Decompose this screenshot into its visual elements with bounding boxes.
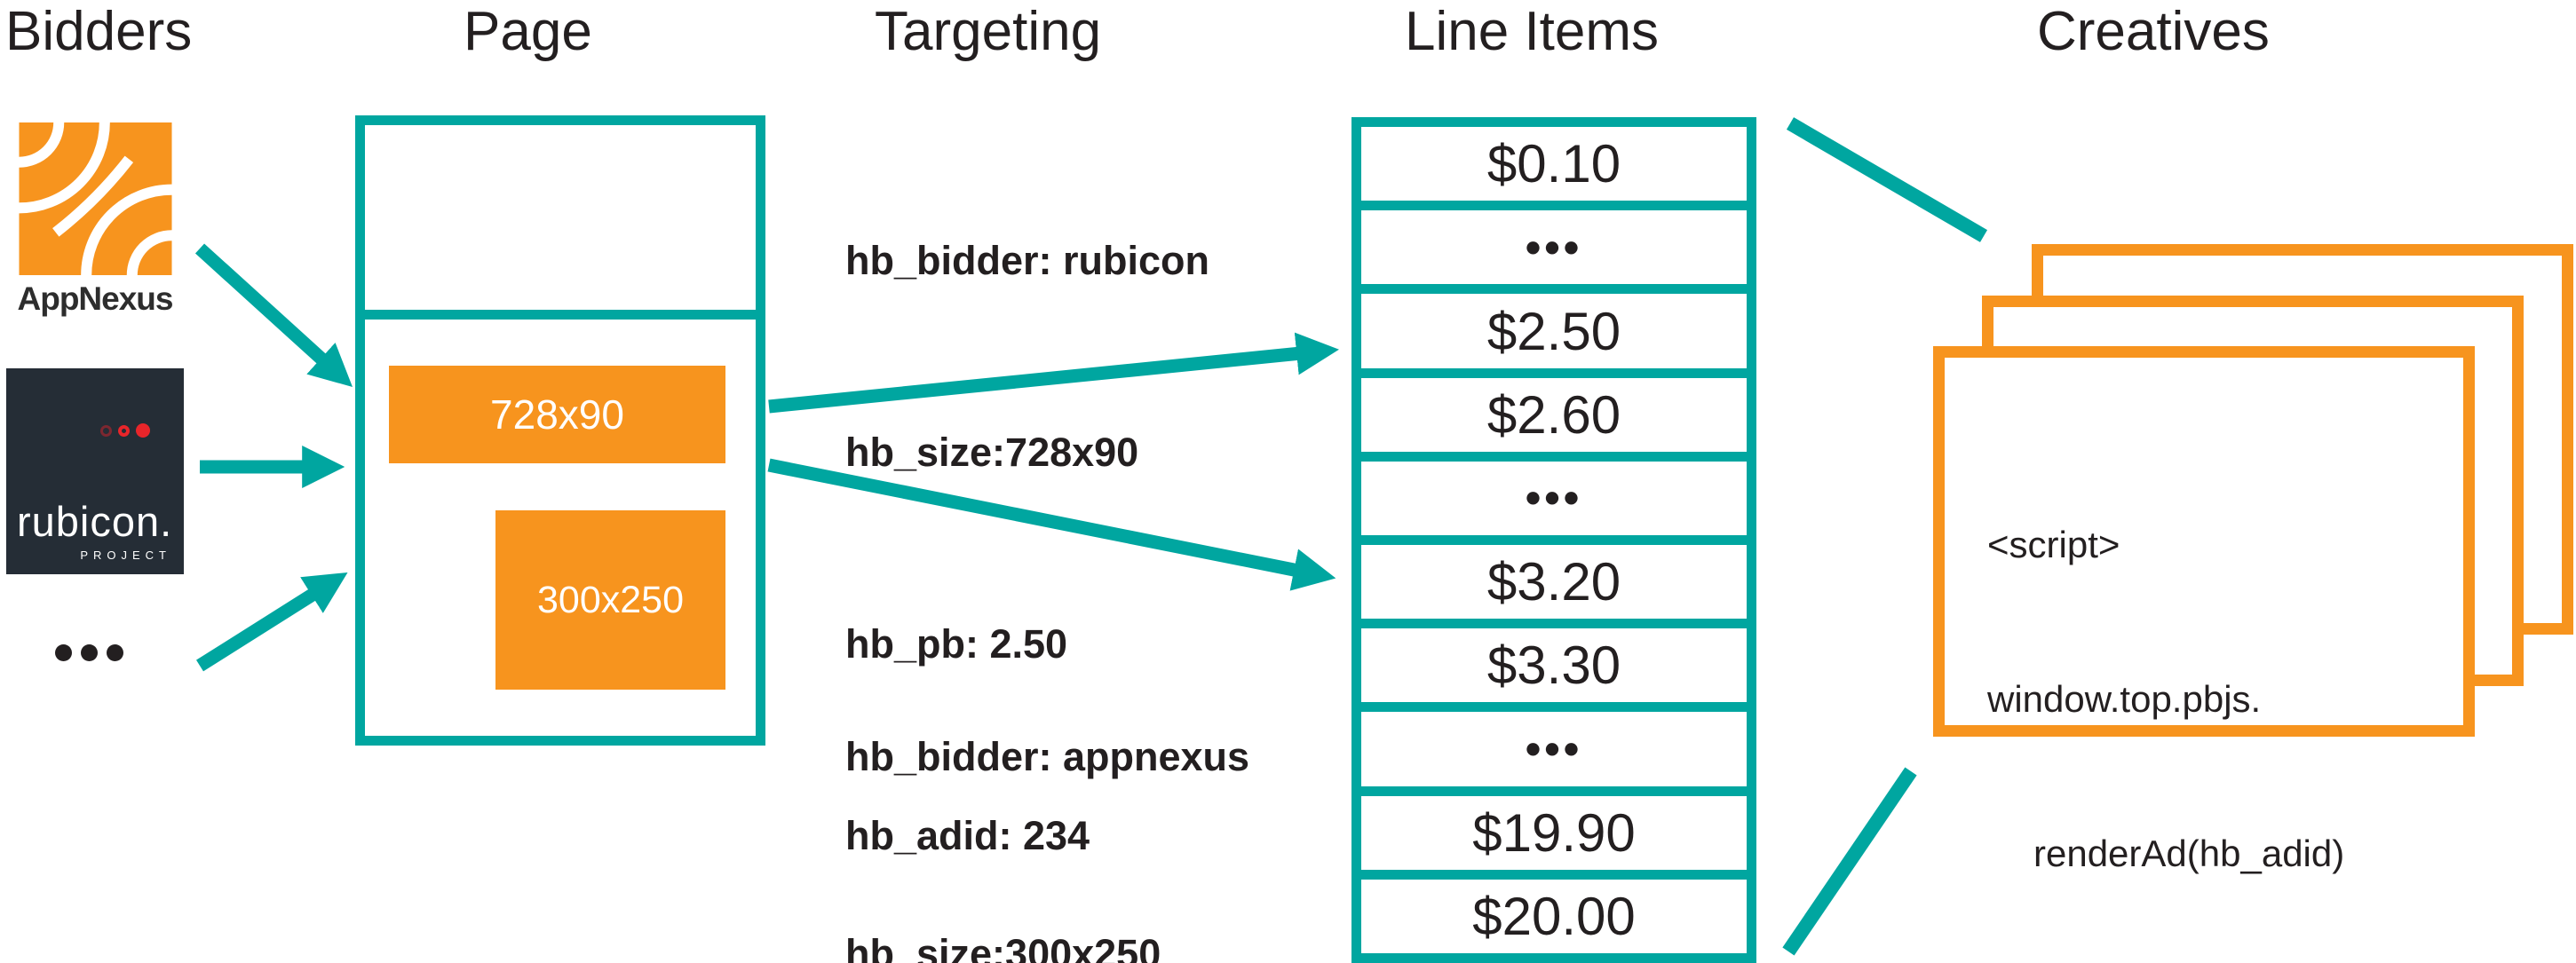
line-items-table: $0.10 ••• $2.50 $2.60 ••• $3.20 $3.30 ••…	[1351, 117, 1756, 963]
line-item-row: $2.50	[1361, 294, 1747, 368]
line-item-ellipsis: •••	[1525, 724, 1583, 775]
targeting-line: hb_bidder: rubicon	[845, 238, 1209, 283]
targeting-line: hb_adid: 234	[845, 813, 1090, 858]
ellipsis-dot	[107, 644, 123, 661]
line-items-to-creatives-top-link	[1786, 117, 1988, 242]
line-item-value: $3.30	[1486, 635, 1621, 696]
arrow-more-bidders-to-page	[195, 572, 348, 672]
more-bidders-ellipsis	[55, 644, 123, 661]
rubicon-wordmark: rubicon.	[17, 498, 173, 545]
code-line: <script>	[1987, 524, 2120, 565]
code-line: renderAd(hb_adid)	[2033, 833, 2345, 874]
column-title-bidders: Bidders	[5, 1, 193, 62]
appnexus-label: AppNexus	[17, 280, 174, 317]
column-title-line-items: Line Items	[1405, 1, 1660, 62]
ad-slot-300x250: 300x250	[495, 510, 725, 690]
line-item-row: $3.30	[1361, 628, 1747, 703]
line-item-row: $20.00	[1361, 879, 1747, 954]
line-item-row: $0.10	[1361, 127, 1747, 201]
line-item-ellipsis: •••	[1525, 222, 1583, 272]
targeting-line: hb_bidder: appnexus	[845, 734, 1250, 779]
rubicon-project-logo: rubicon. PROJECT	[6, 368, 184, 574]
column-title-creatives: Creatives	[2037, 1, 2270, 62]
creative-code-snippet: <script> window.top.pbjs. renderAd(hb_ad…	[1987, 416, 2344, 963]
ellipsis-dot	[81, 644, 98, 661]
line-items-to-creatives-bottom-link	[1782, 767, 1917, 956]
creative-card-front: <script> window.top.pbjs. renderAd(hb_ad…	[1933, 346, 2475, 874]
rubicon-dot-ring-icon	[100, 424, 112, 437]
ellipsis-dot	[55, 644, 72, 661]
page-header-divider	[365, 310, 756, 320]
line-item-row: $3.20	[1361, 545, 1747, 620]
ad-slot-300x250-label: 300x250	[537, 578, 684, 621]
targeting-block-appnexus: hb_bidder: appnexus hb_size:300x250 hb_p…	[845, 593, 1249, 963]
targeting-line: hb_size:728x90	[845, 430, 1139, 475]
rubicon-dots-icon	[100, 423, 150, 438]
line-item-row: •••	[1361, 461, 1747, 536]
appnexus-logo-icon	[19, 122, 172, 275]
line-item-row: •••	[1361, 712, 1747, 786]
line-item-row: $2.60	[1361, 377, 1747, 452]
rubicon-dot-solid-icon	[136, 423, 150, 438]
targeting-block-rubicon: hb_bidder: rubicon hb_size:728x90 hb_pb:…	[845, 101, 1209, 963]
line-item-value: $3.20	[1486, 552, 1621, 612]
line-item-ellipsis: •••	[1525, 473, 1583, 524]
page-wireframe: 728x90 300x250	[355, 115, 765, 746]
column-title-targeting: Targeting	[875, 1, 1102, 62]
column-title-page: Page	[464, 1, 592, 62]
line-item-value: $2.60	[1486, 384, 1621, 445]
line-item-value: $20.00	[1472, 886, 1636, 946]
code-line: window.top.pbjs.	[1987, 678, 2262, 720]
line-item-value: $19.90	[1472, 802, 1636, 863]
line-item-row: •••	[1361, 210, 1747, 285]
line-item-value: $0.10	[1486, 134, 1621, 194]
rubicon-dot-donut-icon	[118, 424, 130, 437]
targeting-line: hb_pb: 2.50	[845, 621, 1068, 667]
ad-slot-728x90-label: 728x90	[490, 391, 624, 438]
line-item-value: $2.50	[1486, 301, 1621, 361]
line-item-row: $19.90	[1361, 795, 1747, 870]
ad-slot-728x90: 728x90	[389, 366, 725, 463]
arrow-appnexus-to-page	[194, 243, 353, 388]
rubicon-project-label: PROJECT	[80, 549, 171, 562]
targeting-line: hb_size:300x250	[845, 931, 1161, 963]
